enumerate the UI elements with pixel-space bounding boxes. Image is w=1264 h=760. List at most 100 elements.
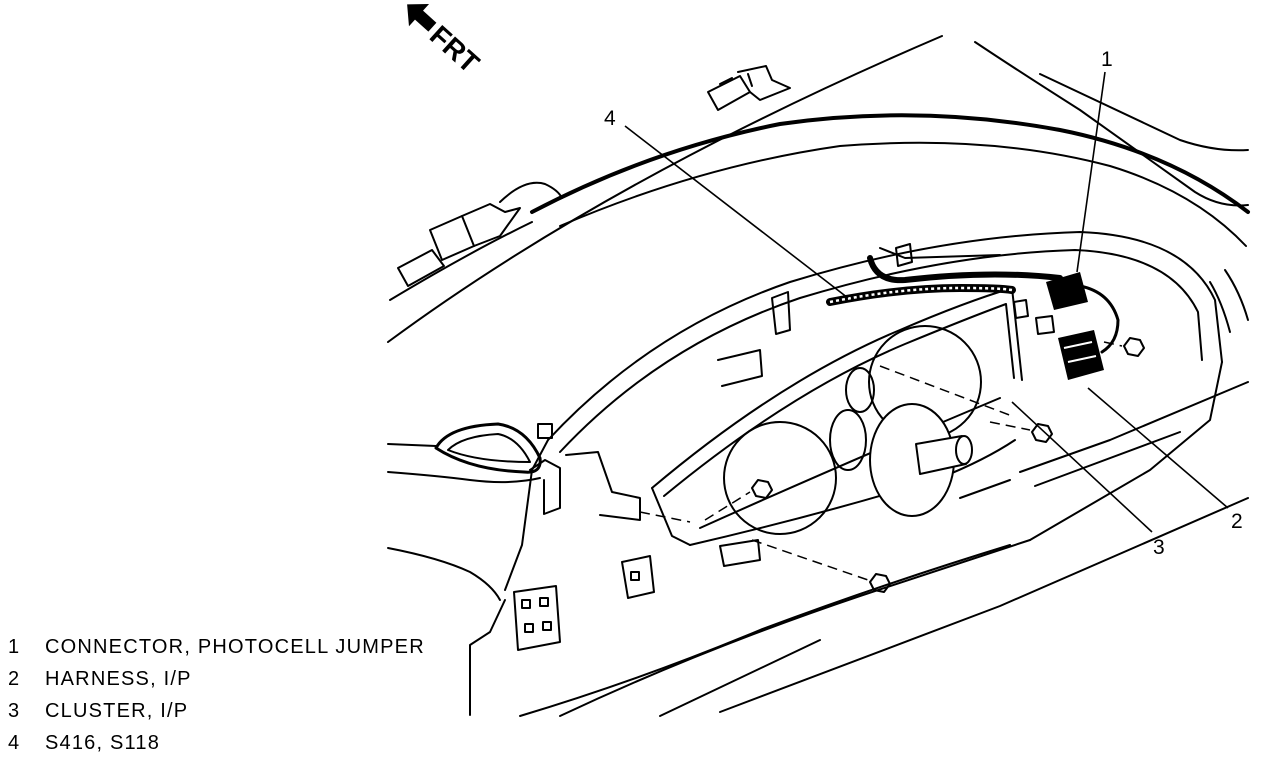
connector-lead [1078,284,1120,354]
lower-bracket-3 [719,539,761,567]
lower-panel-line-3 [659,639,821,717]
defroster-clip-left [397,249,445,287]
lower-panel-line-4 [719,497,1249,713]
right-dash-crease [1039,73,1249,152]
callouts: 1 2 3 4 [604,48,1243,559]
harness-upper-return [879,247,1001,259]
lower-panel-line-2 [559,539,1031,717]
left-dash [387,422,761,651]
centerline-cluster-left [704,491,751,521]
centerline-connector [1103,341,1123,347]
callout-3-number: 3 [1153,536,1165,559]
bracket-hole [542,621,552,631]
bracket-hole [521,599,531,609]
legend-item-number: 3 [8,700,21,722]
callout-2-leader [1087,387,1229,509]
left-dash-line-1 [387,443,437,447]
defroster-edge-line [389,221,533,301]
small-gauge-lower [829,409,867,471]
callout-4-leader [624,125,849,299]
harness-upper [867,255,1063,284]
defroster-clip-right-slot [719,73,753,87]
callout-4-number: 4 [604,107,616,130]
bracket-hole [539,597,549,607]
centerline-lower [751,539,869,581]
dial-shaft-end [955,435,973,465]
bracket-tab [537,423,553,439]
instrument-cluster [651,287,1023,546]
upper-dash [387,35,1250,343]
left-dash-line-2 [387,471,541,484]
legend-item: 3 CLUSTER, I/P [8,699,188,723]
legend-item-label: HARNESS, I/P [45,668,192,690]
legend-item-label: S416, S118 [45,732,161,754]
speedometer-gauge [723,421,837,535]
left-air-vent-outer [434,422,542,474]
dash-pad-front-edge [530,113,1250,214]
lower-structure [469,361,1249,717]
bolt-cluster-left-icon [751,479,773,499]
left-dash-lower-edge [387,547,501,601]
lower-panel-line-7 [959,479,1011,499]
defroster-clip-right-body [737,65,791,101]
orientation-indicator: FRT [407,3,485,79]
front-label: FRT [424,19,485,78]
bolt-cluster-right-icon [1031,423,1053,443]
ip-harness-connector-ribs [1063,341,1097,363]
right-edge-line-2 [1209,281,1231,333]
defroster-clip-left-upper [429,215,475,261]
cowl-bump [499,181,563,203]
ip-step-line [717,349,763,387]
left-bracket-2 [565,451,641,521]
lower-panel-line-6 [1034,431,1181,487]
legend-item: 4 S416, S118 [8,731,160,755]
centerline-cluster-upper [879,365,1013,417]
harness-clip-2 [1035,315,1055,335]
legend-item-number: 2 [8,668,21,690]
ip-opening-inner [559,249,1203,453]
legend-item: 2 HARNESS, I/P [8,667,192,691]
ip-opening-outer [547,231,1223,441]
legend-item-number: 1 [8,636,21,658]
cluster-face-line [699,397,1001,529]
callout-1-leader [1076,71,1106,273]
bolt-connector-icon [1123,337,1145,357]
legend-item-label: CONNECTOR, PHOTOCELL JUMPER [45,636,425,658]
callout-3-leader [1011,401,1153,533]
ip-harness-connector [1058,330,1104,380]
defroster-clip-right [707,75,751,111]
right-dash-top [974,41,1249,207]
ip-tab-top [895,243,913,267]
harness-clip-1 [1013,299,1029,319]
lower-panel-line-5 [1019,381,1249,473]
photocell-jumper-connector [1046,272,1088,310]
right-edge-line-1 [1224,269,1249,321]
dash-pad-lower-edge [559,141,1247,247]
lower-bracket-2 [621,555,655,599]
lower-panel-line-1 [519,544,1011,717]
lower-bracket-plate [513,585,561,651]
fasteners [639,337,1145,593]
centerline-cluster-right [989,421,1031,431]
legend-item-number: 4 [8,732,21,754]
bracket-hole [630,571,640,581]
ip-opening [504,231,1223,591]
defroster-clip-left-body [461,203,521,247]
left-air-vent-inner [447,433,531,463]
callout-1-number: 1 [1101,48,1113,71]
bracket-hole [524,623,534,633]
wiring [826,247,1120,380]
front-arrow-icon [407,3,437,32]
legend-item: 1 CONNECTOR, PHOTOCELL JUMPER [8,635,425,659]
callout-2-number: 2 [1231,510,1243,533]
lower-edge-left [469,599,506,716]
splice-harness-braid [829,286,1013,304]
centerline-bracket [639,511,691,523]
small-gauge-upper [845,367,875,413]
left-bracket-1 [529,459,561,515]
right-lower-edge [1029,361,1223,541]
cluster-bezel-inner [663,303,1015,497]
cluster-bezel-left-end [651,487,691,546]
legend-item-label: CLUSTER, I/P [45,700,189,722]
